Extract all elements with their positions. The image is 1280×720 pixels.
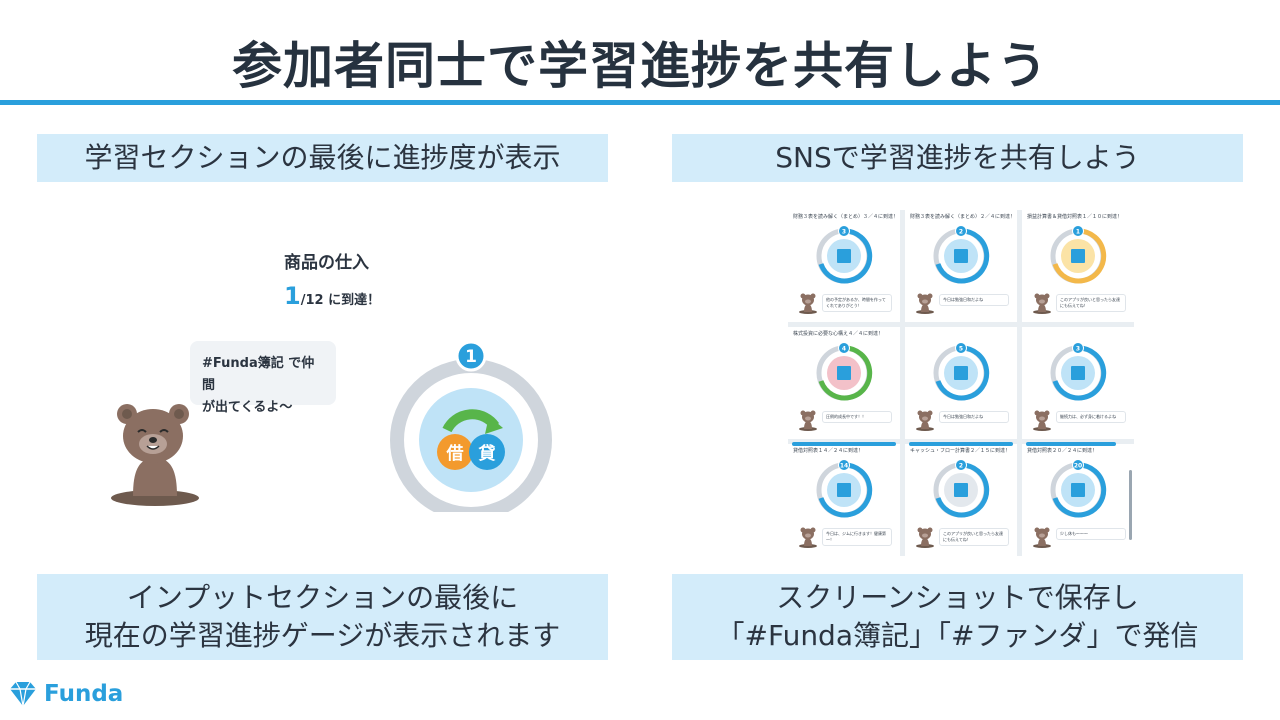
card-badge: 3 [842, 229, 846, 236]
left-caption-line2: 現在の学習進捗ゲージが表示されます [84, 619, 561, 652]
card-badge: 2 [959, 229, 963, 236]
card-message: このアプリが良いと思ったら友達にも伝えてね！ [939, 528, 1009, 546]
card-progress-bar [909, 442, 1013, 446]
card-badge: 1 [1076, 229, 1080, 236]
progress-card: 財務３表を読み解く（まとめ）２／４に到達！ 2 今日は勉強日和だよね [905, 210, 1017, 322]
debit-credit-icon: 借 貸 [437, 409, 505, 470]
progress-badge: 1 [465, 347, 477, 367]
card-progress-ring: 20 [1050, 459, 1107, 518]
card-progress-ring: 14 [816, 459, 873, 518]
card-badge: 14 [840, 463, 848, 470]
right-caption-line1: スクリーンショットで保存し [776, 581, 1139, 614]
progress-card: 3 継続力は、必ず身に着けるよね [1022, 327, 1134, 439]
card-message: 今日は、ジムに行きます！健康第一！ [822, 528, 892, 546]
card-message: 継続力は、必ず身に着けるよね [1056, 411, 1126, 423]
shared-progress-screenshot: 財務３表を読み解く（まとめ）３／４に到達！ 3 他の予定があるか、時間を作ってくれて… [788, 210, 1134, 556]
bear-mascot-icon [916, 527, 934, 548]
card-progress-ring: 3 [1050, 342, 1107, 401]
progress-card: 5 今日は勉強日和だよね [905, 327, 1017, 439]
card-message: 圧倒的成長中です！！ [822, 411, 892, 423]
card-title: 財務３表を読み解く（まとめ）２／４に到達！ [910, 214, 1016, 220]
card-message: 今日は勉強日和だよね [939, 411, 1009, 423]
progress-card: キャッシュ・フロー計算書２／１５に到達！ 2 このアプリが良いと思ったら友達にも伝え… [905, 444, 1017, 556]
left-heading: 学習セクションの最後に進捗度が表示 [37, 134, 608, 182]
card-badge: 2 [959, 463, 963, 470]
progress-card: 財務３表を読み解く（まとめ）３／４に到達！ 3 他の予定があるか、時間を作ってくれて… [788, 210, 900, 322]
card-badge: 20 [1074, 463, 1082, 470]
bear-mascot-icon [1033, 527, 1051, 548]
card-badge: 3 [1076, 346, 1080, 353]
progress-card: 損益計算書＆貸借対照表１／１０に到達！ 1 このアプリが良いと思ったら友達にも伝えて… [1022, 210, 1134, 322]
right-caption-line2: 「#Funda簿記」「#ファンダ」で発信 [716, 619, 1199, 652]
progress-text: 1/12 に到達！ [284, 282, 380, 310]
card-title: 財務３表を読み解く（まとめ）３／４に到達！ [793, 214, 899, 220]
card-progress-bar [792, 442, 896, 446]
card-title: 貸借対照表１４／２４に到達！ [793, 448, 864, 454]
card-progress-ring: 2 [933, 459, 990, 518]
card-message: このアプリが良いと思ったら友達にも伝えてね！ [1056, 294, 1126, 312]
bubble-line2: が出てくるよ〜 [202, 400, 293, 415]
card-lesson-icon [954, 366, 968, 380]
card-progress-ring: 5 [933, 342, 990, 401]
card-lesson-icon [837, 249, 851, 263]
card-lesson-icon [1071, 483, 1085, 497]
screenshot-scrollbar [1129, 470, 1132, 540]
bubble-line1: #Funda簿記 で仲間 [202, 356, 315, 393]
left-caption-line1: インプットセクションの最後に [126, 581, 519, 614]
bear-mascot-icon [799, 293, 817, 314]
card-progress-ring: 4 [816, 342, 873, 401]
card-title: キャッシュ・フロー計算書２／１５に到達！ [910, 448, 1011, 454]
card-lesson-icon [837, 483, 851, 497]
bear-mascot-icon [799, 410, 817, 431]
bear-mascot-icon [799, 527, 817, 548]
card-lesson-icon [954, 483, 968, 497]
right-caption: スクリーンショットで保存し 「#Funda簿記」「#ファンダ」で発信 [672, 574, 1243, 660]
card-lesson-icon [1071, 366, 1085, 380]
bear-mascot-icon [1033, 410, 1051, 431]
card-badge: 4 [842, 346, 846, 353]
bear-mascot-icon [916, 410, 934, 431]
card-message: 今日は勉強日和だよね [939, 294, 1009, 306]
title-underline [0, 100, 1280, 105]
credit-char: 貸 [478, 443, 496, 464]
card-lesson-icon [837, 366, 851, 380]
card-title: 株式投資に必要な心構え４／４に到達！ [793, 331, 884, 337]
card-lesson-icon [954, 249, 968, 263]
progress-ring: 借 貸 1 [390, 340, 552, 512]
progress-card: 貸借対照表２０／２４に到達！ 20 少し休も〜〜〜 [1022, 444, 1134, 556]
gem-logo-icon [10, 681, 36, 707]
card-progress-ring: 3 [816, 225, 873, 284]
bear-mascot-icon [111, 404, 199, 506]
brand-name: Funda [44, 681, 124, 707]
page-title: 参加者同士で学習進捗を共有しよう [232, 37, 1048, 95]
brand-logo: Funda [8, 679, 123, 709]
progress-rest: /12 に到達！ [300, 293, 381, 308]
bear-mascot-icon [1033, 293, 1051, 314]
card-message: 少し休も〜〜〜 [1056, 528, 1126, 540]
right-heading: SNSで学習進捗を共有しよう [672, 134, 1243, 182]
card-progress-bar [1026, 442, 1116, 446]
card-message: 他の予定があるか、時間を作ってくれてありがとう！ [822, 294, 892, 312]
card-lesson-icon [1071, 249, 1085, 263]
speech-bubble: #Funda簿記 で仲間 が出てくるよ〜 [190, 341, 336, 415]
progress-card: 貸借対照表１４／２４に到達！ 14 今日は、ジムに行きます！健康第一！ [788, 444, 900, 556]
product-name: 商品の仕入 [284, 253, 369, 273]
card-progress-ring: 2 [933, 225, 990, 284]
progress-card: 株式投資に必要な心構え４／４に到達！ 4 圧倒的成長中です！！ [788, 327, 900, 439]
left-caption: インプットセクションの最後に 現在の学習進捗ゲージが表示されます [37, 574, 608, 660]
progress-current: 1 [284, 282, 301, 310]
card-badge: 5 [959, 346, 963, 353]
debit-char: 借 [446, 443, 464, 464]
card-title: 貸借対照表２０／２４に到達！ [1027, 448, 1098, 454]
card-title: 損益計算書＆貸借対照表１／１０に到達！ [1027, 214, 1123, 220]
bear-mascot-icon [916, 293, 934, 314]
card-progress-ring: 1 [1050, 225, 1107, 284]
